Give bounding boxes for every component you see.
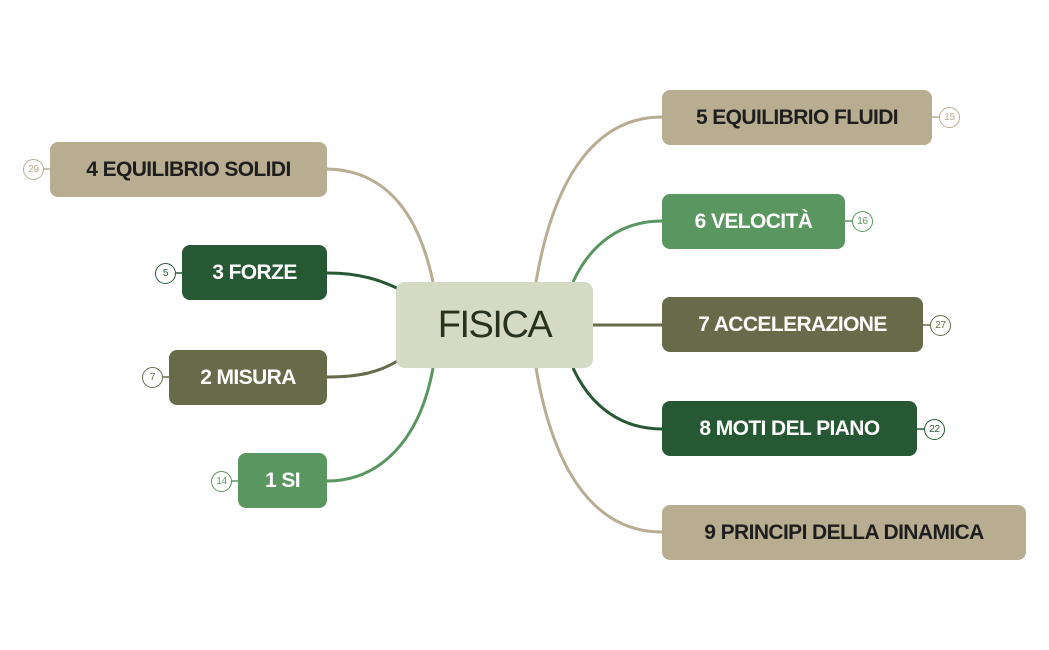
topic-9-principi-della-dinamica[interactable]: 9 PRINCIPI DELLA DINAMICA bbox=[662, 505, 1026, 560]
topic-6-count-badge[interactable]: 16 bbox=[852, 211, 873, 232]
connector-8-moti-del-piano bbox=[571, 367, 663, 431]
topic-4-equilibrio-solidi[interactable]: 4 EQUILIBRIO SOLIDI bbox=[50, 142, 327, 197]
topic-1-si[interactable]: 1 SI bbox=[238, 453, 327, 508]
topic-5-count-badge[interactable]: 15 bbox=[939, 107, 960, 128]
topic-8-moti-del-piano[interactable]: 8 MOTI DEL PIANO bbox=[662, 401, 917, 456]
root-topic-fisica[interactable]: FISICA bbox=[396, 282, 593, 368]
connector-9-principi-della-dinamica bbox=[534, 367, 663, 534]
topic-2-count-badge[interactable]: 7 bbox=[142, 367, 163, 388]
topic-1-count-badge[interactable]: 14 bbox=[211, 471, 232, 492]
topic-5-equilibrio-fluidi[interactable]: 5 EQUILIBRIO FLUIDI bbox=[662, 90, 932, 145]
connector-5-equilibrio-fluidi bbox=[534, 115, 663, 283]
topic-3-count-badge[interactable]: 5 bbox=[155, 263, 176, 284]
topic-4-count-badge[interactable]: 29 bbox=[23, 159, 44, 180]
topic-8-count-badge[interactable]: 22 bbox=[924, 419, 945, 440]
topic-7-accelerazione[interactable]: 7 ACCELERAZIONE bbox=[662, 297, 923, 352]
topic-6-velocita[interactable]: 6 VELOCITÀ bbox=[662, 194, 845, 249]
topic-3-forze[interactable]: 3 FORZE bbox=[182, 245, 327, 300]
connector-2-misura bbox=[326, 358, 400, 379]
connector-4-equilibrio-solidi bbox=[326, 167, 435, 283]
connector-6-velocita bbox=[571, 219, 663, 283]
topic-2-misura[interactable]: 2 MISURA bbox=[169, 350, 327, 405]
connector-3-forze bbox=[326, 271, 400, 291]
topic-7-count-badge[interactable]: 27 bbox=[930, 315, 951, 336]
connector-1-si bbox=[326, 367, 435, 483]
